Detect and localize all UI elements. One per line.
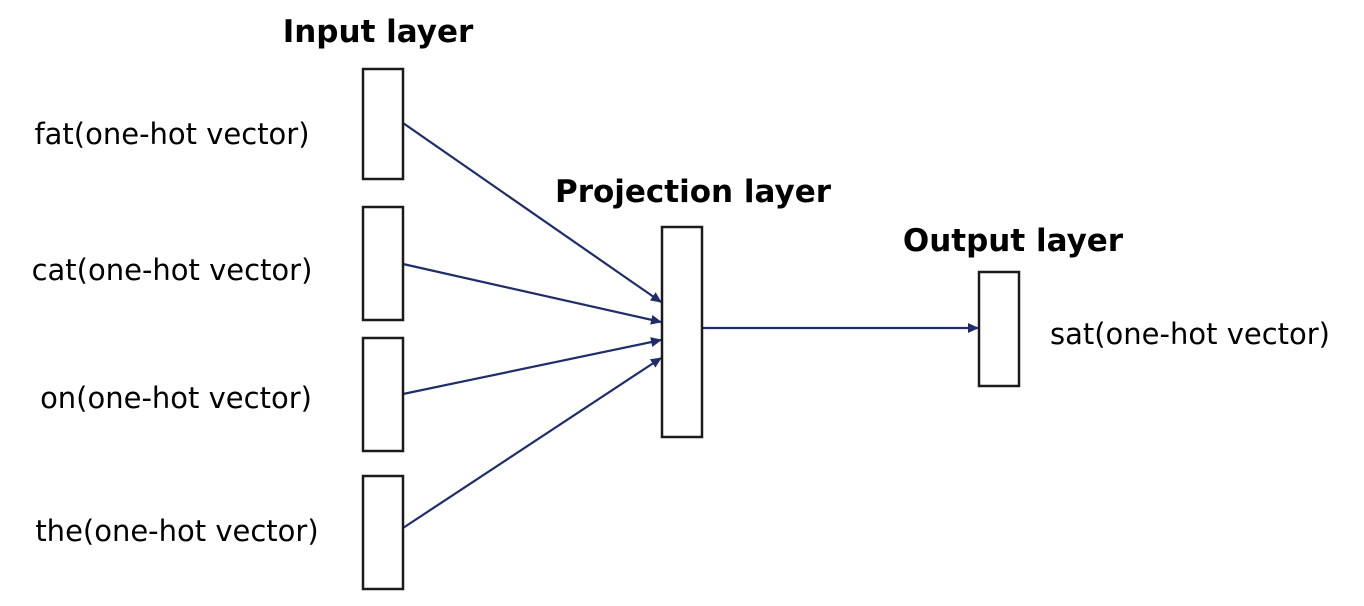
arrow-cat-to-projection xyxy=(402,262,662,325)
input-box-the xyxy=(361,474,405,591)
input-label-fat: fat(one-hot vector) xyxy=(34,117,309,151)
arrow-on-to-projection xyxy=(402,337,662,396)
output-label-sat: sat(one-hot vector) xyxy=(1050,317,1330,351)
input-label-the: the(one-hot vector) xyxy=(35,514,318,548)
projection-layer-title: Projection layer xyxy=(555,174,832,210)
output-layer-title: Output layer xyxy=(903,223,1124,259)
projection-box xyxy=(660,225,704,439)
input-label-on: on(one-hot vector) xyxy=(40,381,312,415)
input-box-on xyxy=(361,336,405,453)
input-box-fat xyxy=(361,67,405,181)
arrow-the-to-projection xyxy=(402,357,662,529)
output-box-sat xyxy=(977,270,1021,388)
input-box-cat xyxy=(361,205,405,322)
input-label-cat: cat(one-hot vector) xyxy=(32,253,313,287)
arrow-fat-to-projection xyxy=(402,122,662,303)
input-layer-title: Input layer xyxy=(283,14,474,50)
